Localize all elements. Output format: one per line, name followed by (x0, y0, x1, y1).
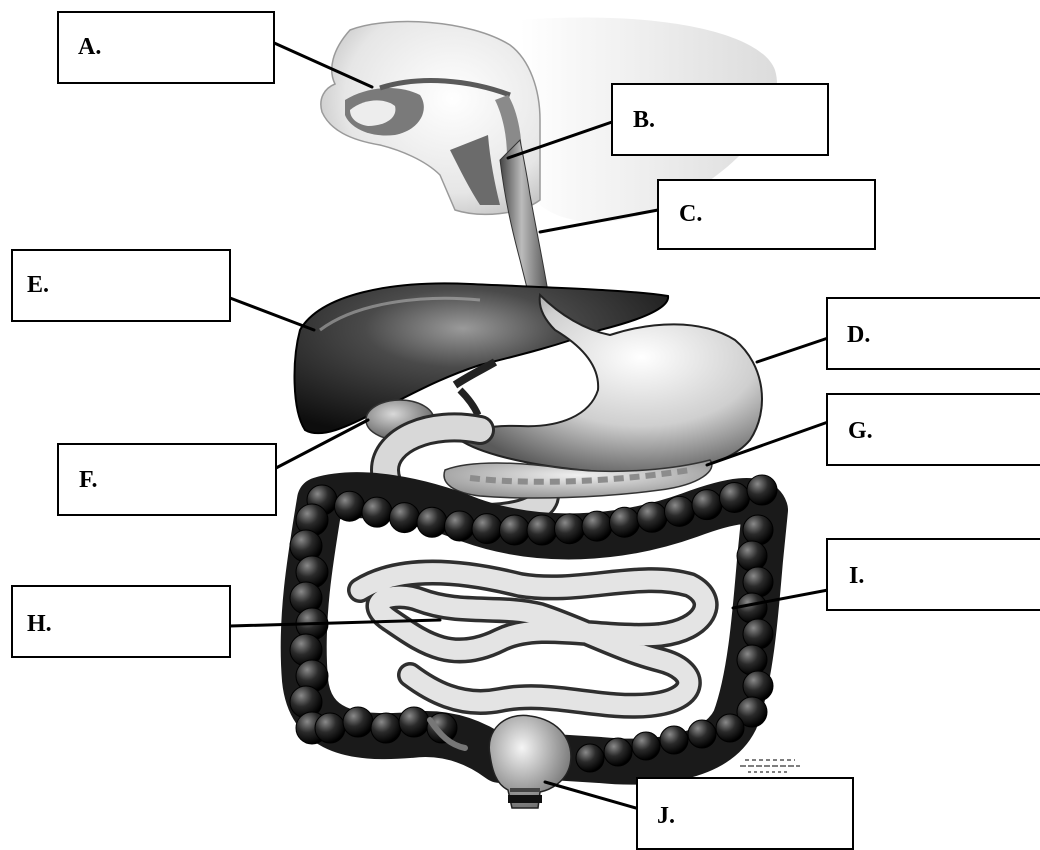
label-e: E. (27, 272, 49, 299)
colon-haustrum (445, 511, 475, 541)
colon-haustrum (362, 497, 392, 527)
colon-haustrum (371, 713, 401, 743)
label-j: J. (657, 803, 675, 830)
colon-haustrum (720, 482, 750, 512)
colon-haustrum (692, 490, 722, 520)
rectum (489, 715, 571, 808)
label-b: B. (633, 107, 655, 134)
colon-haustrum (665, 496, 695, 526)
colon-haustrum (527, 515, 557, 545)
colon-haustrum (637, 502, 667, 532)
colon-haustrum (576, 744, 604, 772)
colon-haustrum (500, 515, 530, 545)
colon-haustrum (610, 507, 640, 537)
label-f: F. (79, 467, 97, 494)
leader-line-d (757, 338, 828, 362)
colon-haustrum (472, 514, 502, 544)
colon-haustrum (737, 593, 767, 623)
colon-haustrum (343, 707, 373, 737)
label-a: A. (78, 34, 101, 61)
leader-line-e (230, 298, 314, 330)
colon-haustrum (743, 515, 773, 545)
colon-haustrum (604, 738, 632, 766)
colon-haustrum (335, 491, 365, 521)
leader-line-j (545, 782, 636, 808)
colon-haustrum (737, 645, 767, 675)
colon-haustrum (555, 514, 585, 544)
colon-haustrum (688, 720, 716, 748)
label-d: D. (847, 322, 870, 349)
colon-haustrum (743, 671, 773, 701)
colon-haustrum (632, 732, 660, 760)
label-c: C. (679, 201, 702, 228)
colon-haustrum (737, 541, 767, 571)
colon-haustrum (315, 713, 345, 743)
label-i: I. (849, 563, 864, 590)
colon-haustrum (417, 507, 447, 537)
scan-artifact (740, 760, 800, 772)
colon-haustrum (747, 475, 777, 505)
colon-haustrum (716, 714, 744, 742)
colon-haustrum (390, 503, 420, 533)
colon-haustrum (660, 726, 688, 754)
colon-haustrum (582, 511, 612, 541)
colon-haustrum (743, 619, 773, 649)
colon-haustrum (399, 707, 429, 737)
label-g: G. (848, 418, 873, 445)
label-h: H. (27, 611, 52, 638)
small-intestine (360, 573, 706, 706)
colon-haustrum (743, 567, 773, 597)
